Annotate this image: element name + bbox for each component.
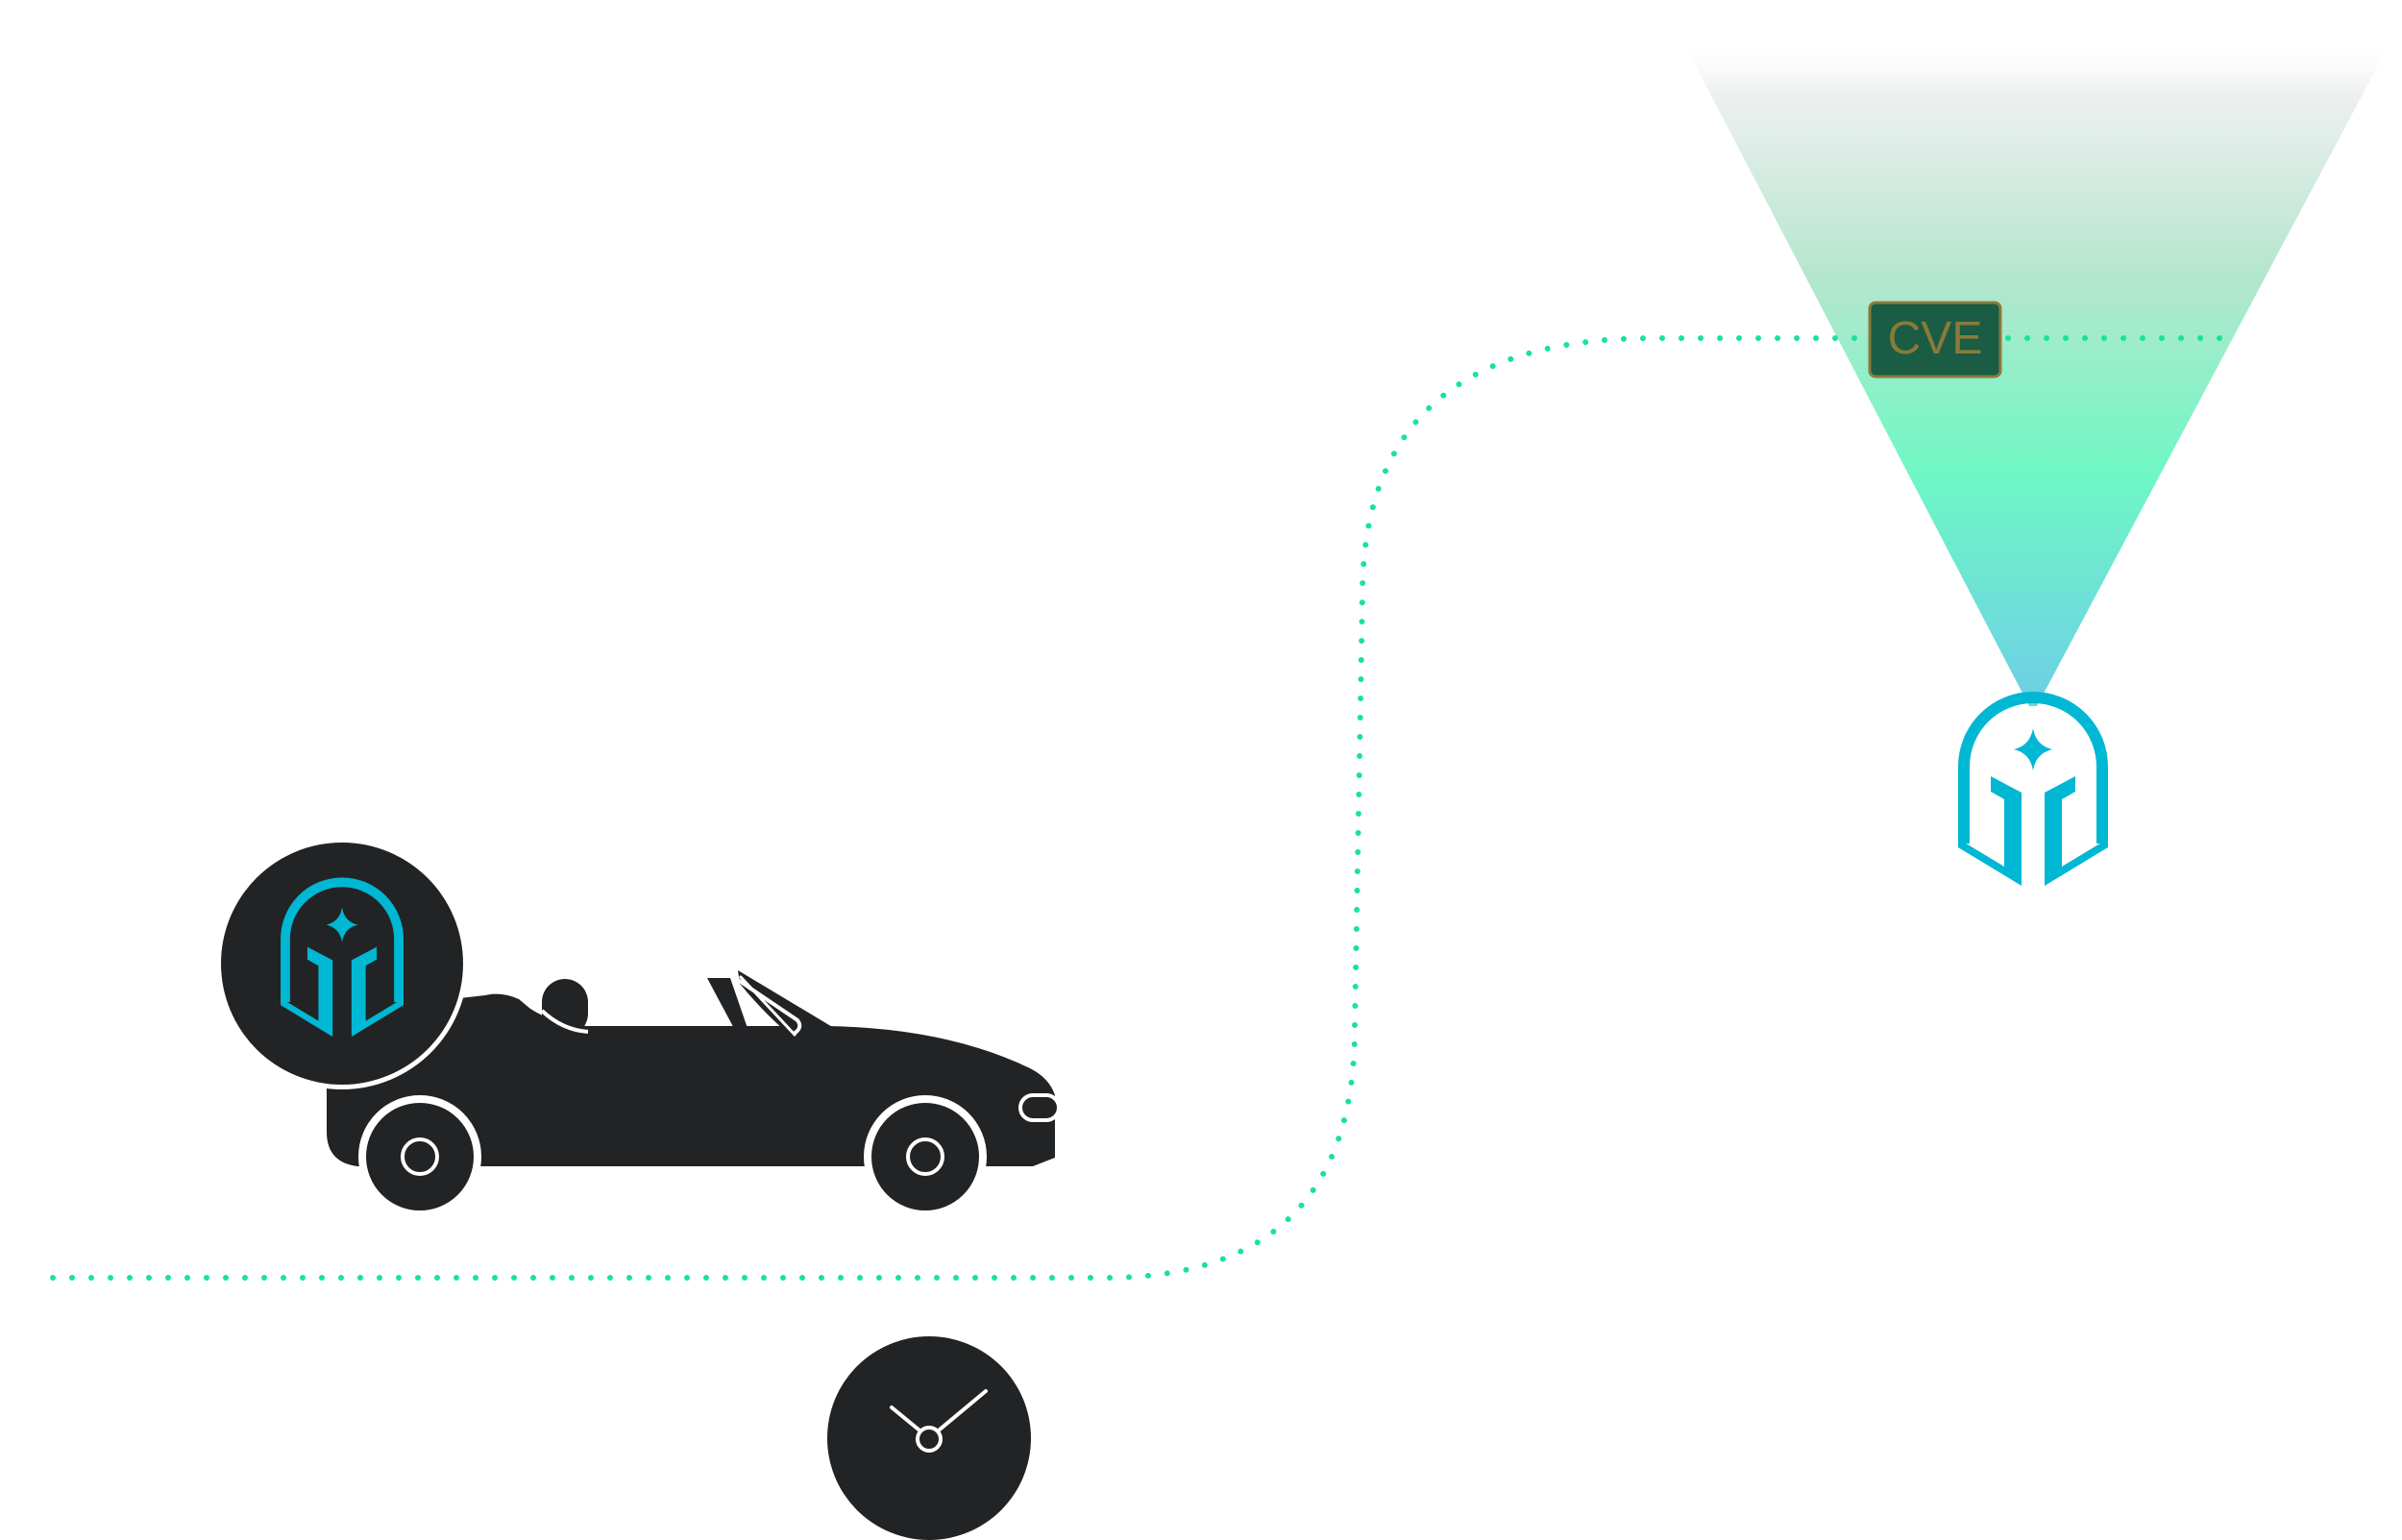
sparkle-icon [2014, 728, 2052, 770]
clock-hour-hand [890, 1406, 920, 1431]
cve-badge-label: CVE [1888, 313, 1983, 364]
cve-badge-box [1868, 301, 2002, 379]
scanner-shield-icon [1958, 692, 2108, 886]
rear-wheel [358, 1095, 481, 1218]
front-wheel [864, 1095, 987, 1218]
clock-icon [827, 1336, 1031, 1540]
dotted-route-path [50, 335, 2232, 1281]
convertible-car-icon [327, 970, 1061, 1218]
cve-badge: CVE [1868, 301, 2002, 379]
sparkle-icon [326, 907, 358, 942]
scan-beam [1681, 38, 2392, 706]
car-security-badge [216, 838, 468, 1089]
badge-shield-icon [281, 877, 404, 1038]
clock-minute-hand [938, 1389, 988, 1431]
